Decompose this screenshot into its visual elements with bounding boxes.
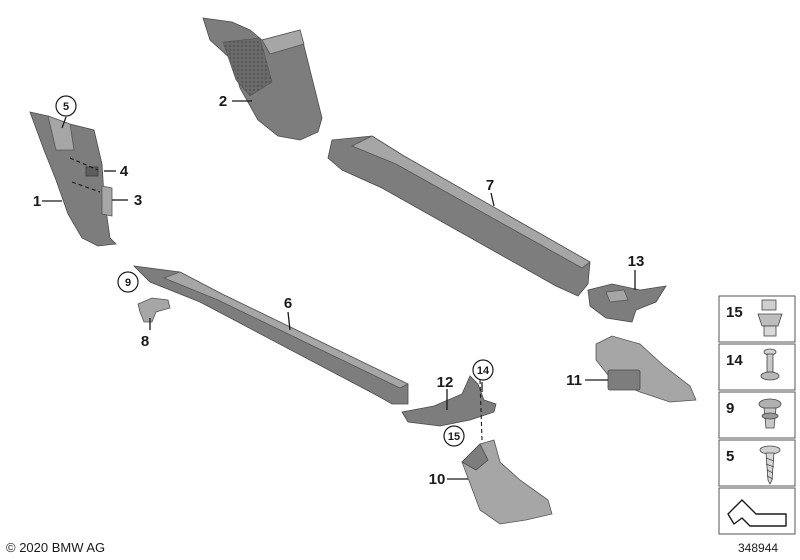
label-8: 8: [141, 333, 149, 350]
label-ring-9: [117, 271, 139, 293]
legend-label-5: 5: [726, 448, 734, 465]
diagram-number: 348944: [738, 541, 779, 555]
sill-trim-6: [132, 265, 409, 405]
label-4: 4: [120, 163, 129, 180]
bracket-12: [401, 375, 497, 427]
legend-label-9: 9: [726, 400, 734, 417]
label-3: 3: [134, 192, 142, 209]
trim-panel-2: [202, 17, 323, 141]
label-12: 12: [437, 374, 454, 391]
label-2: 2: [219, 93, 227, 110]
bracket-8: [137, 297, 171, 323]
cover-3: [101, 185, 113, 217]
clip-4: [85, 166, 99, 177]
label-1: 1: [33, 193, 41, 210]
push-clip-icon: [758, 398, 782, 429]
label-10: 10: [429, 471, 446, 488]
bracket-13: [587, 283, 667, 323]
screw-icon: [759, 445, 781, 485]
leader-lines: [42, 100, 636, 480]
bracket-11: [595, 335, 697, 403]
arrow-symbol-icon: [727, 499, 787, 527]
assembly-lines: [69, 157, 483, 441]
expanding-rivet-icon: [760, 348, 780, 381]
label-5: 5: [63, 101, 69, 113]
label-14: 14: [477, 365, 490, 377]
label-15: 15: [448, 431, 460, 443]
fastener-legend: 15 14 9 5: [718, 295, 796, 535]
label-6: 6: [284, 295, 292, 312]
label-ring-14: [472, 359, 494, 381]
label-ring-5: [55, 95, 77, 117]
label-11: 11: [566, 372, 582, 389]
sill-trim-7: [327, 135, 591, 297]
label-13: 13: [628, 253, 645, 270]
legend-label-15: 15: [726, 304, 743, 321]
copyright: © 2020 BMW AG: [6, 540, 106, 555]
pillar-trim-1: [29, 111, 117, 247]
bracket-10: [461, 439, 553, 525]
label-7: 7: [486, 177, 494, 194]
clip-nut-icon: [757, 299, 783, 337]
label-9: 9: [125, 277, 131, 289]
label-ring-15: [443, 425, 465, 447]
legend-label-14: 14: [726, 352, 743, 369]
